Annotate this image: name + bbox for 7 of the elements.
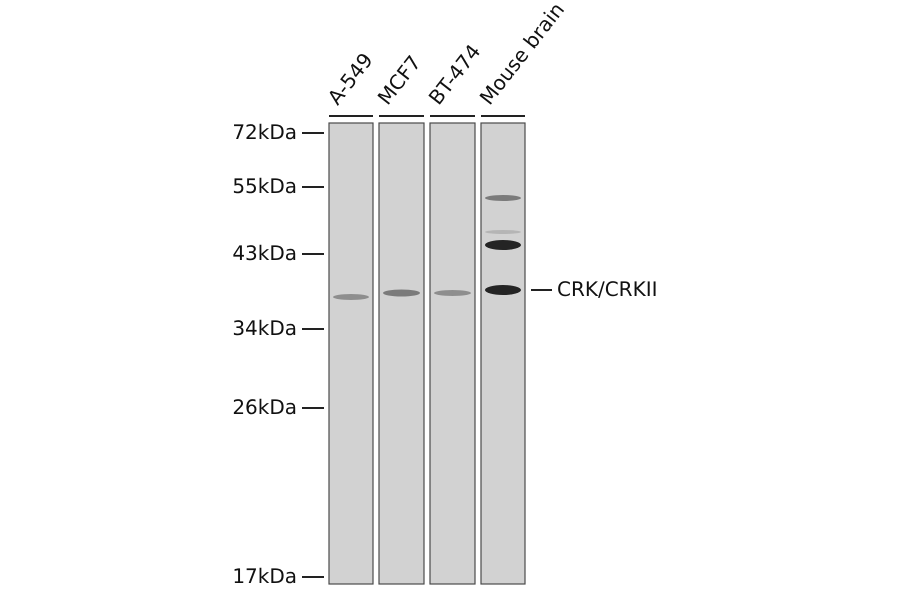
molecular-weight-label: 34kDa: [232, 318, 297, 338]
molecular-weight-label: 17kDa: [232, 566, 297, 586]
molecular-weight-label: 72kDa: [232, 122, 297, 142]
molecular-weight-label: 43kDa: [232, 243, 297, 263]
molecular-weight-label: 55kDa: [232, 176, 297, 196]
molecular-weight-label: 26kDa: [232, 397, 297, 417]
band-label: CRK/CRKII: [557, 279, 658, 299]
